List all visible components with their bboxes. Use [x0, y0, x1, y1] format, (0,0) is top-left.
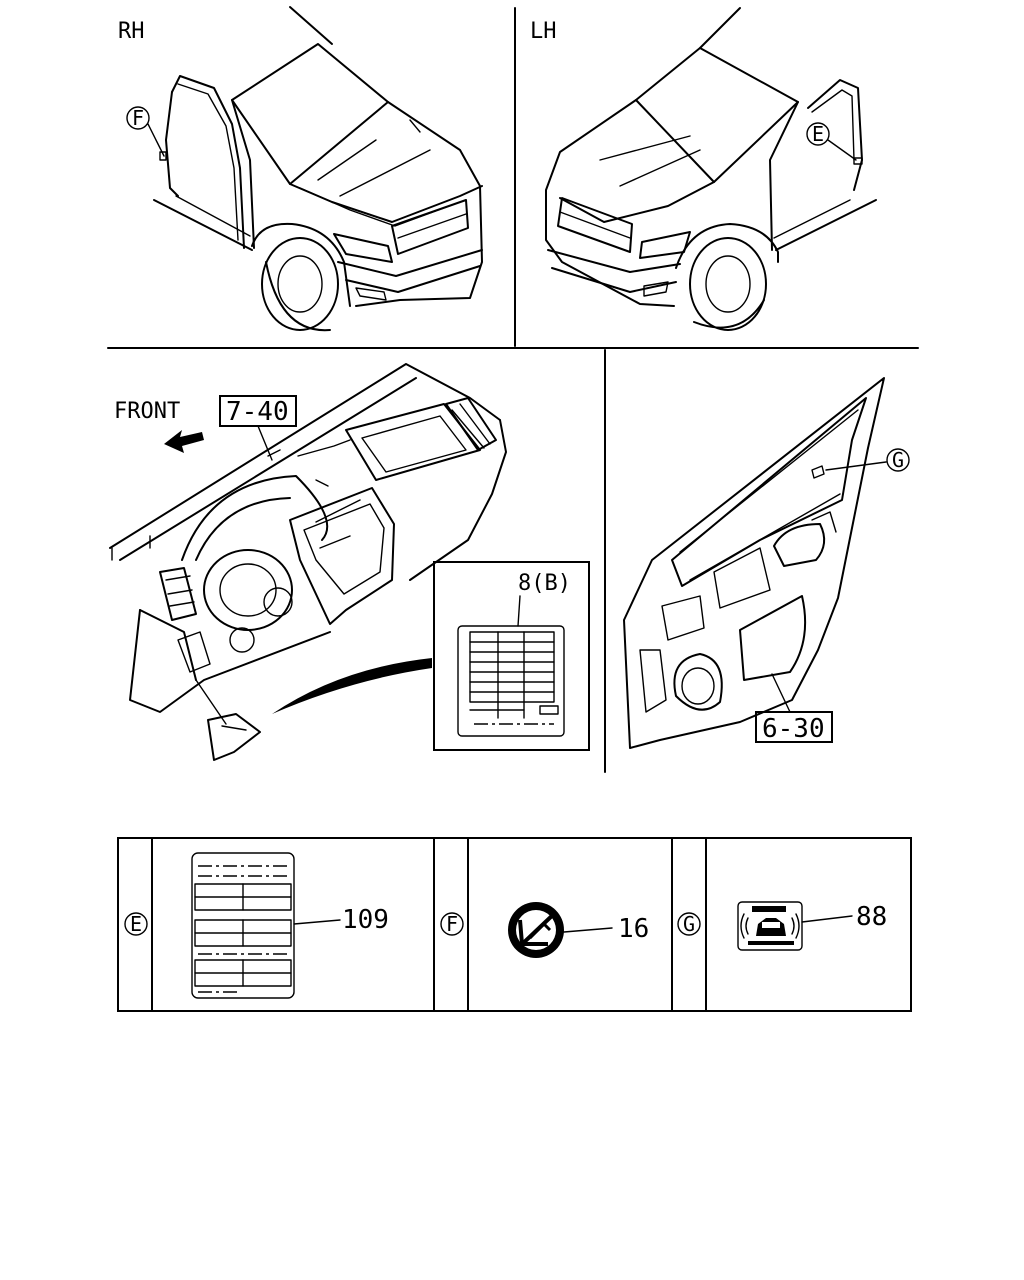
front-label: FRONT [114, 399, 180, 424]
legend-cell-e: E 109 [124, 852, 389, 999]
lh-vehicle-view: LH [530, 7, 877, 331]
arrow-front-icon [164, 430, 204, 453]
legend-part-88: 88 [856, 902, 887, 932]
legend-marker-g: G [683, 912, 695, 936]
marker-f: F [132, 106, 144, 130]
fuse-block-label-icon [191, 852, 295, 999]
instrument-panel-drawing [109, 363, 507, 761]
instrument-panel-ref: 7-40 [226, 397, 289, 427]
fuse-label-ref: 8(B) [518, 571, 571, 596]
panel-dividers [107, 7, 919, 773]
rh-label: RH [118, 19, 145, 44]
fuse-label-drawing [457, 625, 565, 737]
airbag-warning-label-icon [508, 902, 564, 958]
marker-e: E [812, 122, 824, 146]
legend-marker-e: E [130, 912, 142, 936]
lh-label: LH [530, 19, 557, 44]
instrument-panel-view: FRONT 7-40 [109, 363, 590, 761]
door-ref-box [755, 711, 833, 743]
door-ref: 6-30 [762, 714, 825, 744]
legend-part-109: 109 [342, 905, 389, 935]
fuse-label-inset [433, 561, 590, 751]
legend-table: E 109 F [117, 837, 912, 1012]
rh-vehicle-drawing: F [126, 6, 483, 332]
legend-cell-f: F 16 [440, 902, 649, 958]
door-view: G 6-30 [623, 377, 910, 749]
rh-vehicle-view: RH [118, 6, 483, 332]
security-system-label-icon [737, 901, 803, 951]
legend-cell-g: G 88 [677, 901, 887, 951]
door-drawing [623, 377, 885, 749]
marker-g: G [892, 448, 904, 472]
lh-vehicle-drawing: E [545, 7, 877, 331]
legend-part-16: 16 [618, 914, 649, 944]
legend-marker-f: F [446, 912, 458, 936]
